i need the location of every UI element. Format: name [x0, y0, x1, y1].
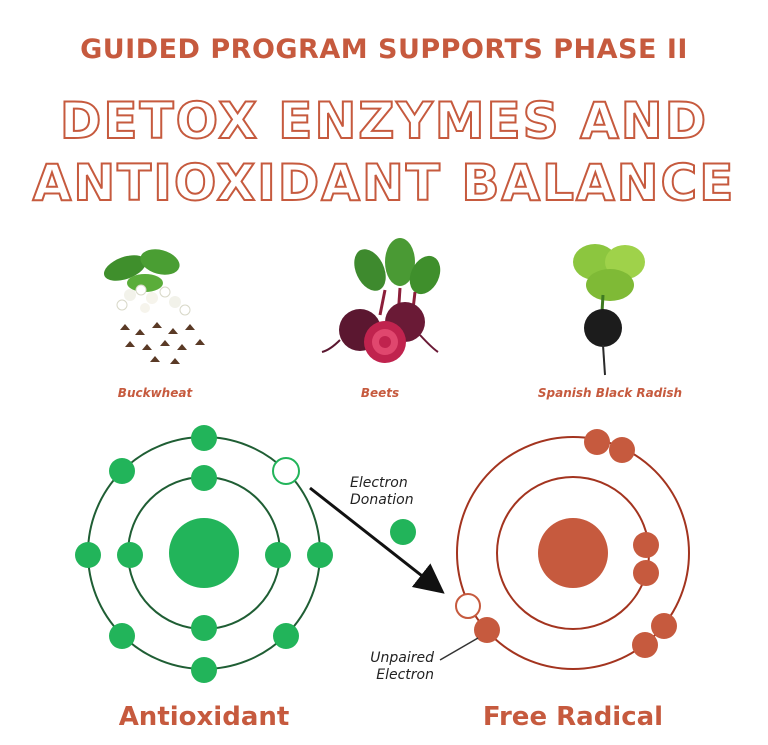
donated-electron-slot [272, 457, 300, 485]
unpaired-electron-line-2: Electron [376, 667, 434, 683]
buckwheat-icon [103, 249, 205, 364]
food-caption-buckwheat: Buckwheat [117, 386, 193, 400]
unpaired-electron-line-1: Unpaired [370, 650, 434, 666]
unpaired-electron-label: Unpaired Electron [350, 650, 434, 684]
free-radical-nucleus [538, 518, 608, 588]
food-caption-black-radish: Spanish Black Radish [537, 386, 683, 400]
black-radish-icon [573, 244, 645, 376]
antioxidant-atom [75, 425, 333, 683]
free-radical-electrons [474, 429, 677, 658]
title-line-1: DETOX ENZYMES AND [59, 92, 709, 150]
subtitle-heading: GUIDED PROGRAM SUPPORTS PHASE II [80, 34, 688, 65]
unpaired-pointer-line [439, 637, 479, 661]
electron-donation-line-2: Donation [350, 492, 414, 508]
electron-donation-label: Electron Donation [350, 475, 414, 509]
donated-electron [390, 519, 416, 545]
title-line-2: ANTIOXIDANT BALANCE [32, 154, 736, 212]
free-radical-outer-orbit [456, 436, 690, 670]
beet-icon [321, 238, 441, 363]
antioxidant-electrons [75, 425, 333, 683]
free-radical-label: Free Radical [482, 702, 664, 732]
free-radical-atom [455, 429, 690, 670]
electron-donation-line-1: Electron [350, 475, 408, 491]
food-caption-beets: Beets [360, 386, 400, 400]
donation-arrow [309, 486, 445, 594]
antioxidant-label: Antioxidant [118, 702, 290, 732]
unpaired-electron-slot [455, 593, 481, 619]
antioxidant-nucleus [169, 518, 239, 588]
